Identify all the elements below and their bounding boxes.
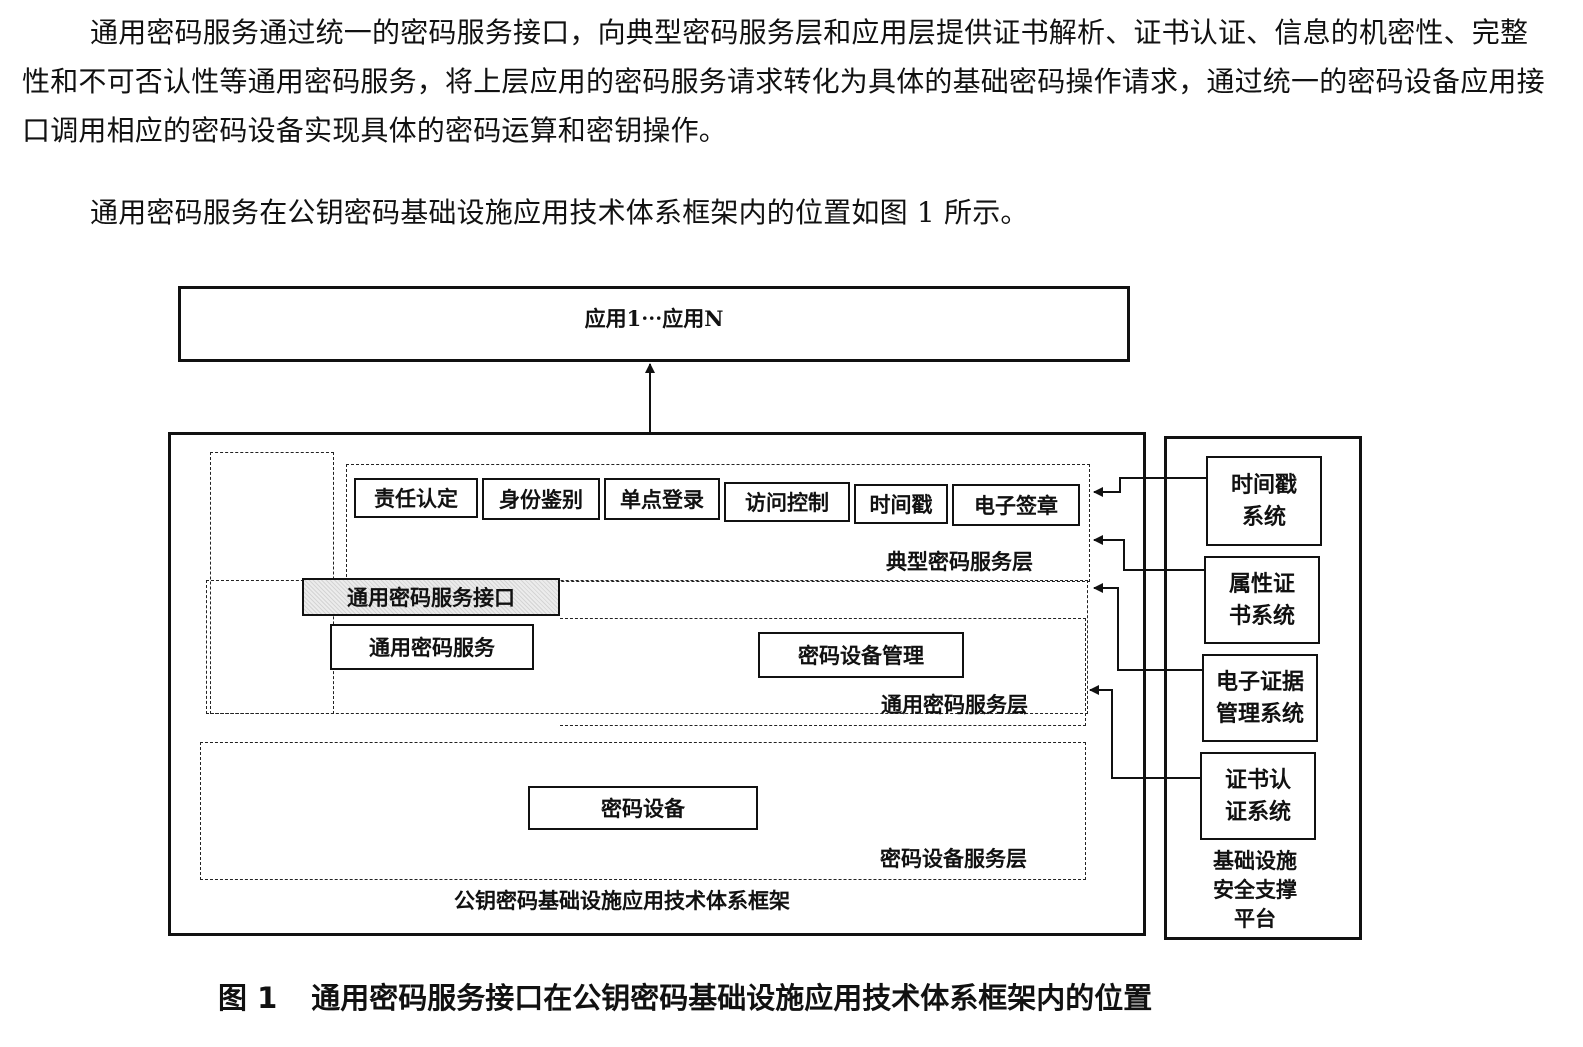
- crypto-device-box: 密码设备: [528, 786, 758, 830]
- certificate-authority-system-label: 证书认证系统: [1224, 767, 1291, 825]
- framework-label: 公钥密码基础设施应用技术体系框架: [454, 888, 790, 913]
- figure-reference-paragraph: 通用密码服务在公钥密码基础设施应用技术体系框架内的位置如图 1 所示。: [90, 196, 1029, 229]
- general-crypto-service-box: 通用密码服务: [330, 624, 534, 670]
- typical-service-layer: [346, 464, 1090, 582]
- application-box-label: 应用1⋯应用N: [584, 306, 724, 331]
- timestamp-system-box: 时间戳系统: [1206, 456, 1322, 546]
- typical-service-layer-label: 典型密码服务层: [886, 549, 1033, 574]
- service-identity-authentication: 身份鉴别: [482, 478, 600, 520]
- timestamp-system-label: 时间戳系统: [1230, 472, 1297, 530]
- intro-paragraph: 通用密码服务通过统一的密码服务接口，向典型密码服务层和应用层提供证书解析、证书认…: [22, 16, 1545, 147]
- general-crypto-service-interface: 通用密码服务接口: [302, 578, 560, 616]
- device-service-layer: [200, 742, 1086, 880]
- general-service-inner: [560, 618, 1086, 726]
- crypto-device-management-box: 密码设备管理: [758, 632, 964, 678]
- service-accountability: 责任认定: [354, 478, 478, 518]
- figure-caption-number: 图 1: [218, 981, 278, 1015]
- application-box: 应用1⋯应用N: [178, 286, 1130, 362]
- service-electronic-seal: 电子签章: [952, 484, 1080, 526]
- electronic-evidence-system-box: 电子证据管理系统: [1202, 654, 1318, 742]
- certificate-authority-system-box: 证书认证系统: [1200, 752, 1316, 840]
- figure-caption: 图 1 通用密码服务接口在公钥密码基础设施应用技术体系框架内的位置: [218, 975, 1152, 1017]
- figure-caption-text: 通用密码服务接口在公钥密码基础设施应用技术体系框架内的位置: [311, 981, 1153, 1015]
- service-single-sign-on: 单点登录: [604, 478, 720, 520]
- attribute-certificate-system-label: 属性证书系统: [1228, 571, 1295, 629]
- security-support-platform-label: 基础设施安全支撑平台: [1213, 848, 1297, 931]
- device-service-layer-label: 密码设备服务层: [880, 846, 1027, 871]
- attribute-certificate-system-box: 属性证书系统: [1204, 556, 1320, 644]
- electronic-evidence-system-label: 电子证据管理系统: [1215, 669, 1304, 727]
- general-service-layer-label: 通用密码服务层: [881, 692, 1028, 717]
- general-service-layer: [206, 580, 1088, 714]
- service-access-control: 访问控制: [724, 482, 850, 522]
- service-timestamp: 时间戳: [854, 484, 948, 524]
